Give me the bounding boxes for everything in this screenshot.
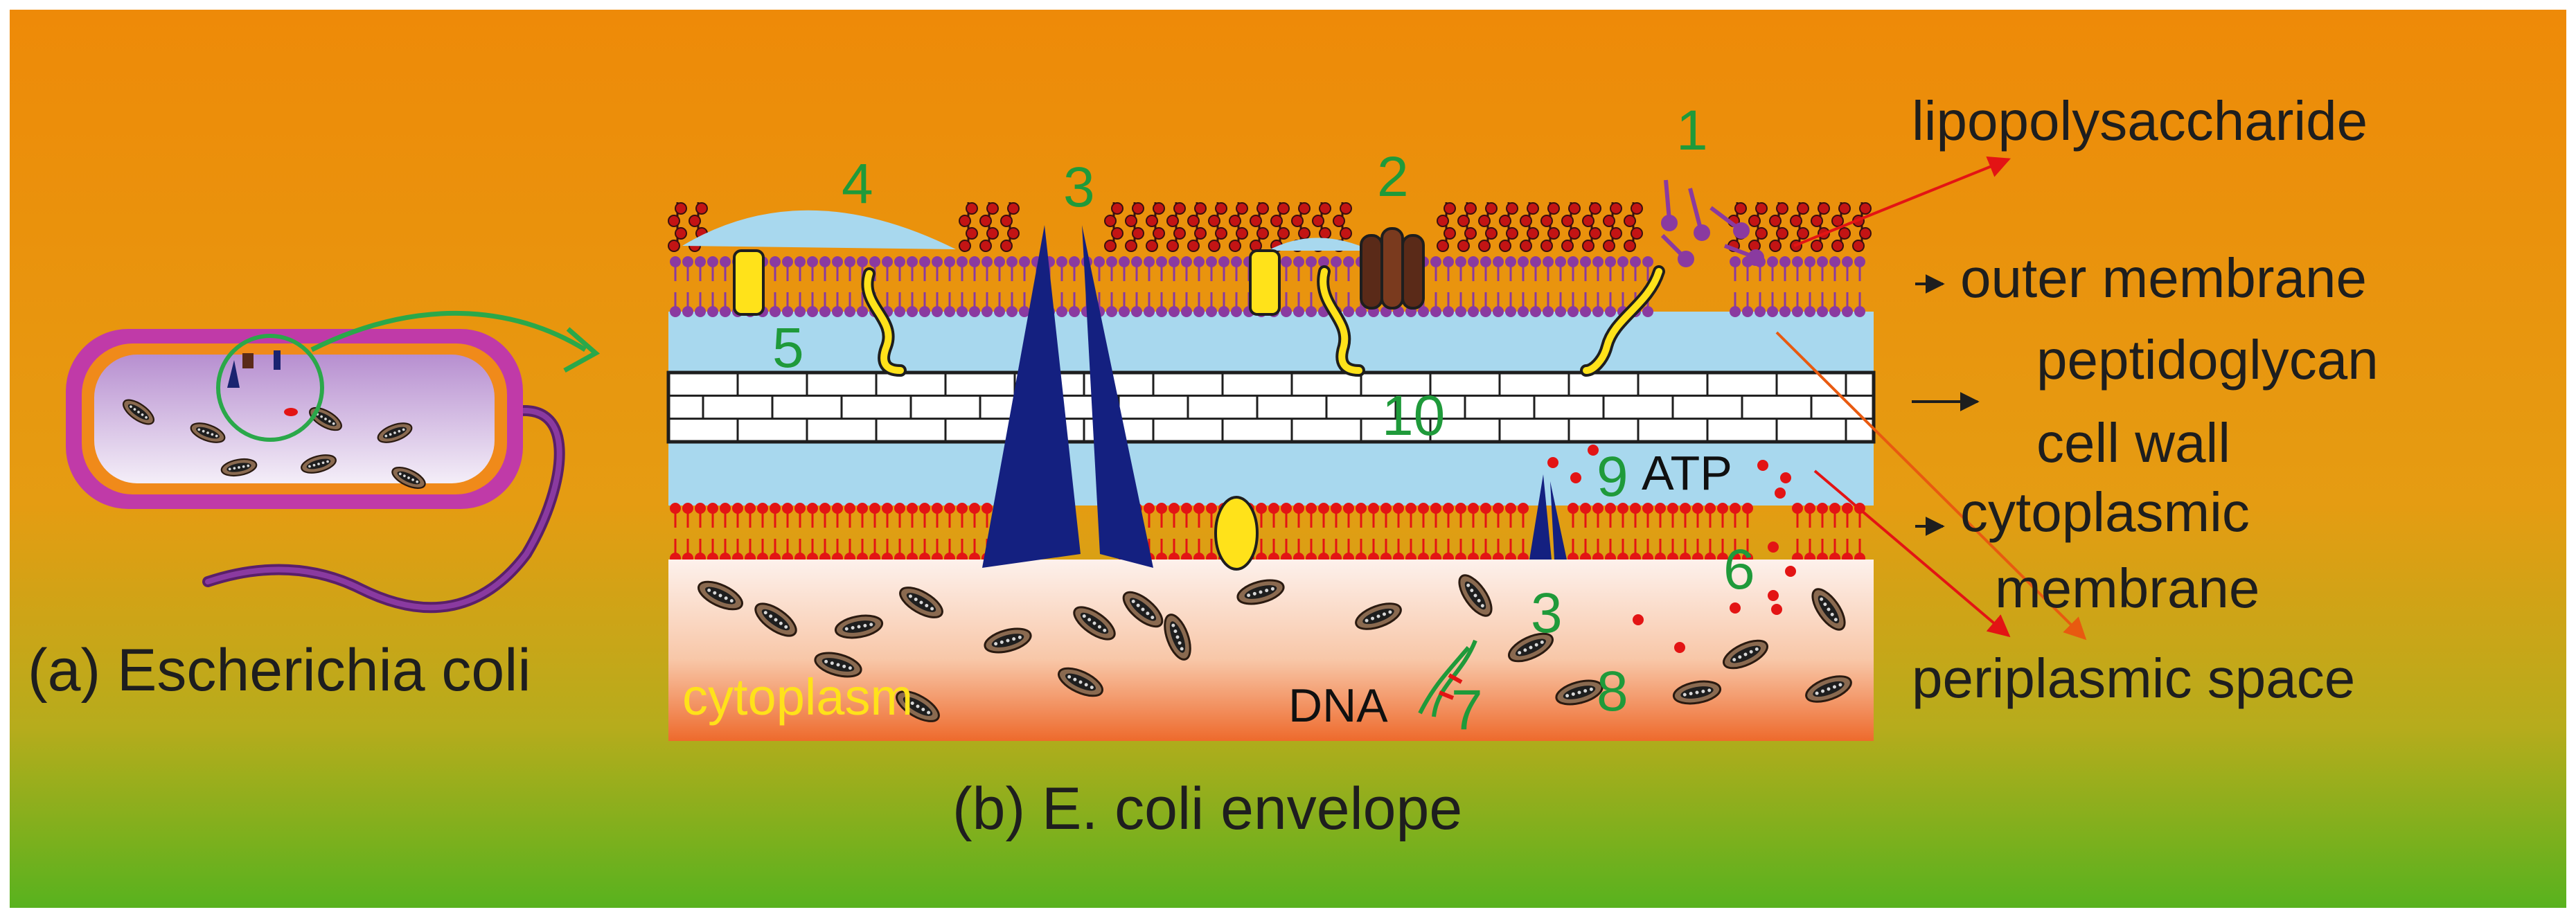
dna-helix	[1418, 639, 1477, 717]
number-2: 2	[1377, 145, 1409, 208]
envelope	[666, 179, 1876, 741]
label-dna: DNA	[1288, 679, 1388, 732]
lps-arrow	[1793, 156, 2011, 247]
label-arrows	[1775, 156, 2087, 641]
caption-b: (b) E. coli envelope	[952, 776, 1463, 842]
ions	[1547, 445, 1796, 653]
label-atp: ATP	[1642, 446, 1732, 500]
channel-3-small-right	[1550, 481, 1567, 560]
number-1: 1	[1676, 99, 1708, 162]
label-cytoplasm: cytoplasm	[682, 668, 914, 726]
ecoli-cell	[66, 310, 601, 614]
zoom-circle	[216, 334, 324, 442]
periplasm-lower	[668, 443, 1874, 506]
number-3-top: 3	[1063, 156, 1095, 219]
label-cytoplasmic: cytoplasmic	[1960, 481, 2250, 543]
channel-protein-2	[1360, 227, 1425, 310]
label-cell-wall: cell wall	[2036, 412, 2231, 474]
number-7: 7	[1451, 679, 1483, 742]
number-3-bottom: 3	[1531, 582, 1563, 645]
channel-3-small-left	[1529, 474, 1552, 560]
channel-3-left	[982, 225, 1081, 568]
inner-membrane-protein	[1214, 496, 1259, 571]
cytoplasm-dna-group	[698, 574, 1852, 722]
outer-membrane-bulge	[682, 210, 956, 249]
label-periplasmic-space: periplasmic space	[1912, 647, 2356, 709]
label-peptidoglycan: peptidoglycan	[2036, 329, 2379, 391]
zoom-arrow	[310, 310, 587, 352]
caption-a: (a) Escherichia coli	[28, 637, 531, 704]
number-5: 5	[772, 316, 804, 379]
outer-membrane-protein	[1249, 249, 1281, 316]
number-4: 4	[842, 152, 873, 215]
cell-dna-group	[123, 399, 426, 489]
number-8: 8	[1597, 660, 1628, 723]
periplasm-arrow-1	[1775, 331, 2087, 641]
number-6: 6	[1723, 538, 1755, 601]
label-membrane: membrane	[1995, 557, 2260, 619]
number-9: 9	[1597, 445, 1628, 508]
periplasm-arrow-2	[1813, 470, 2011, 638]
label-outer-membrane: outer membrane	[1960, 247, 2367, 309]
label-lipopolysaccharide: lipopolysaccharide	[1912, 90, 2368, 152]
number-10: 10	[1382, 384, 1446, 447]
outer-membrane-protein	[733, 249, 765, 316]
released-lps	[1660, 179, 1764, 267]
channel-3-right	[1082, 225, 1153, 568]
peptidoglycan-wall	[666, 370, 1876, 444]
lps-chains	[668, 202, 1872, 252]
